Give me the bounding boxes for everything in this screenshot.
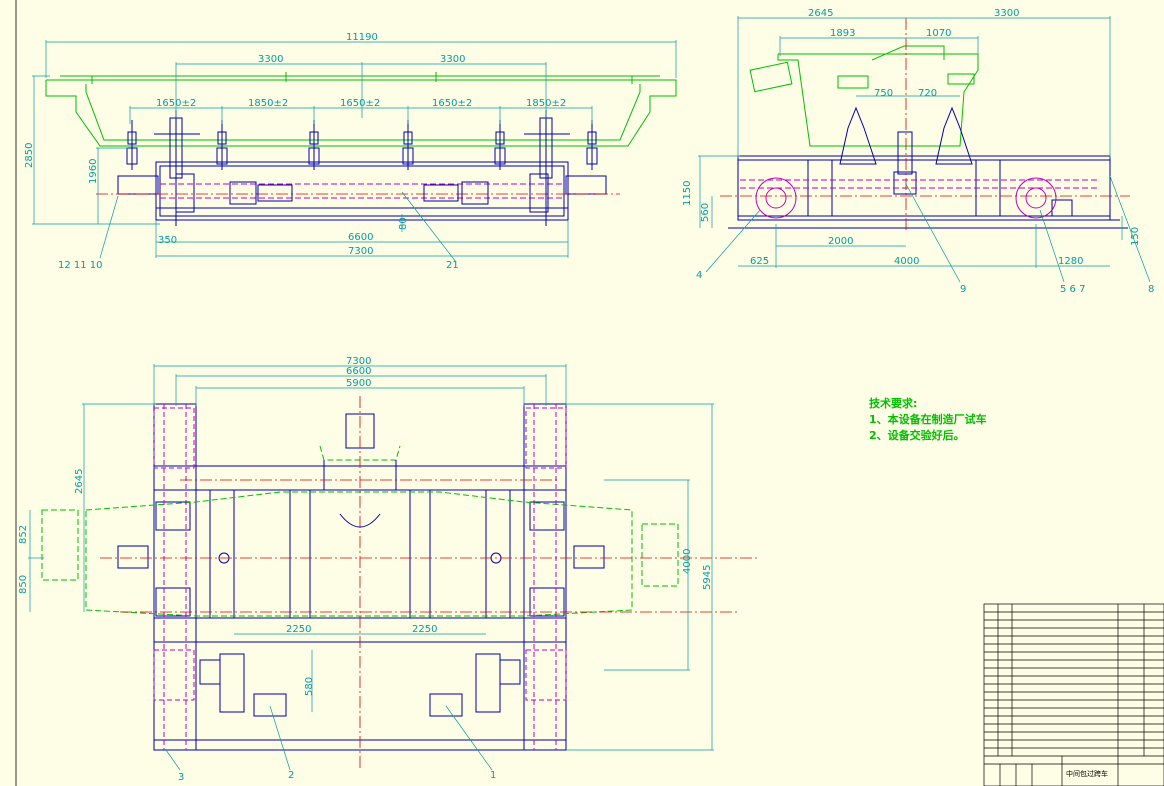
dim-pitch-2: 1850±2 xyxy=(248,98,288,109)
dim-plan-852: 852 xyxy=(18,525,29,544)
dim-plan-6600: 6600 xyxy=(346,366,371,377)
dim-80: 80 xyxy=(398,217,409,230)
dim-side-2645: 2645 xyxy=(808,8,833,19)
dim-11190: 11190 xyxy=(346,32,378,43)
dim-side-720: 720 xyxy=(918,88,937,99)
dim-3300-left: 3300 xyxy=(258,54,283,65)
front-view: 11190 3300 3300 1650±2 1850±2 1650±2 165… xyxy=(24,32,677,271)
dim-plan-850: 850 xyxy=(18,575,29,594)
side-view: 2645 3300 1893 1070 750 720 1150 560 200… xyxy=(682,8,1154,295)
dim-plan-2250-left: 2250 xyxy=(286,624,311,635)
dim-plan-2645: 2645 xyxy=(74,469,85,494)
plan-frame xyxy=(117,403,605,751)
dim-plan-2250-right: 2250 xyxy=(412,624,437,635)
dim-side-2000: 2000 xyxy=(828,236,853,247)
front-dimension-lines xyxy=(32,40,677,263)
car-frame xyxy=(117,161,607,221)
dim-pitch-3: 1650±2 xyxy=(340,98,380,109)
callout-3: 3 xyxy=(178,772,184,783)
callout-9: 9 xyxy=(960,284,966,295)
dim-plan-580: 580 xyxy=(304,677,315,696)
dim-side-560: 560 xyxy=(700,203,711,222)
dim-pitch-1: 1650±2 xyxy=(156,98,196,109)
dim-side-1893: 1893 xyxy=(830,28,855,39)
dim-plan-5945: 5945 xyxy=(702,565,713,590)
dim-350: 350 xyxy=(158,235,177,246)
notes-title: 技术要求: xyxy=(869,397,918,410)
title-block xyxy=(983,603,1164,786)
dim-side-625: 625 xyxy=(750,256,769,267)
dim-pitch-4: 1650±2 xyxy=(432,98,472,109)
callout-2: 2 xyxy=(288,770,294,781)
plan-tundish-body xyxy=(323,413,397,528)
dim-side-3300: 3300 xyxy=(994,8,1019,19)
dim-3300-right: 3300 xyxy=(440,54,465,65)
dim-2850: 2850 xyxy=(24,143,35,168)
callout-1: 1 xyxy=(490,770,496,781)
plan-wheels xyxy=(153,404,567,750)
technical-notes: 技术要求: 1、本设备在制造厂试车 2、设备交验好后。 xyxy=(869,396,987,444)
callout-4: 4 xyxy=(696,270,702,281)
dim-side-150: 150 xyxy=(1130,227,1141,246)
dim-plan-7300: 7300 xyxy=(346,356,371,367)
side-dimension-lines xyxy=(698,16,1151,283)
side-frame xyxy=(728,106,1128,229)
dim-side-1280: 1280 xyxy=(1058,256,1083,267)
side-tundish xyxy=(749,45,979,147)
tundish-outline xyxy=(45,72,677,147)
dim-6600: 6600 xyxy=(348,232,373,243)
lift-jacks xyxy=(126,110,598,226)
dim-side-750: 750 xyxy=(874,88,893,99)
dim-plan-4000: 4000 xyxy=(682,549,693,574)
callout-21: 21 xyxy=(446,260,459,271)
notes-line-2: 2、设备交验好后。 xyxy=(869,429,965,442)
callout-8: 8 xyxy=(1148,284,1154,295)
dim-side-1070: 1070 xyxy=(926,28,951,39)
plan-dimension-lines xyxy=(28,364,714,771)
dim-1960: 1960 xyxy=(88,159,99,184)
side-wheels xyxy=(740,177,1100,219)
drawing-name: 中间包过跨车 xyxy=(1066,769,1108,778)
dim-side-1150: 1150 xyxy=(682,181,693,206)
hidden-lines xyxy=(160,183,564,199)
dim-pitch-5: 1850±2 xyxy=(526,98,566,109)
dim-plan-5900: 5900 xyxy=(346,378,371,389)
callout-12-11-10: 12 11 10 xyxy=(58,260,103,271)
plan-centerlines xyxy=(100,396,760,770)
drive-motors xyxy=(175,173,549,213)
dim-7300: 7300 xyxy=(348,246,373,257)
plan-view: 7300 6600 5900 2645 852 850 4000 5945 22… xyxy=(18,356,760,783)
notes-line-1: 1、本设备在制造厂试车 xyxy=(869,413,987,426)
dim-side-4000: 4000 xyxy=(894,256,919,267)
callout-5-6-7: 5 6 7 xyxy=(1060,284,1085,295)
